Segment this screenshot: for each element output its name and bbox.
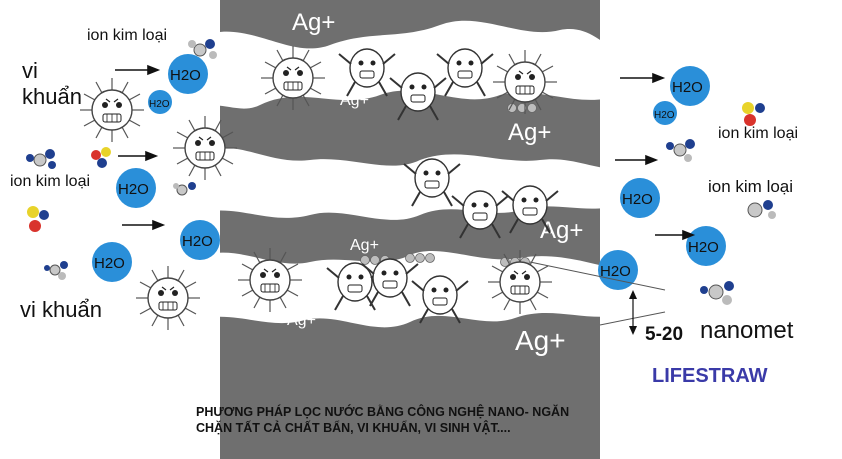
svg-text:H2O: H2O [688,239,719,256]
ag-ion-label: Ag+ [287,312,316,329]
svg-text:H2O: H2O [118,181,149,198]
pore-size-value: 5-20 [645,324,683,345]
svg-text:H2O: H2O [600,263,631,280]
brand-label: LIFESTRAW [652,365,768,387]
caption-line: PHƯƠNG PHÁP LỌC NƯỚC BẰNG CÔNG NGHỆ NANO… [196,404,569,419]
ag-ion-label: Ag+ [372,35,401,52]
ag-ion-label: Ag+ [350,237,379,254]
metal-ion-molecule [700,281,734,305]
water-molecule: H2O [92,242,132,282]
metal-ion-molecule [188,39,217,59]
ion-label: ion kim loại [10,173,90,190]
flow-arrows [115,64,696,241]
bacteria-label: khuẩn [22,84,82,109]
svg-text:H2O: H2O [170,67,201,84]
bacteria-label: vi [22,58,38,83]
svg-text:H2O: H2O [182,233,213,250]
water-molecule: H2O [148,90,172,114]
water-molecule: H2O [180,220,220,260]
metal-ion-molecule [173,182,196,196]
ag-ion-label: Ag+ [540,41,583,68]
pore-size-unit: nanomet [700,317,794,344]
water-molecule: H2O [653,101,677,125]
ag-ion-label: Ag+ [515,325,566,356]
water-molecule: H2O [598,250,638,290]
ag-ion-label: Ag+ [540,217,583,244]
metal-ion-molecule [27,206,49,232]
svg-text:H2O: H2O [149,99,170,110]
ag-ion-label: Ag+ [292,9,335,36]
metal-ion-molecule [747,200,776,219]
bacterium [79,77,145,143]
metal-ion-molecule [26,149,56,169]
caption-line: CHẶN TẤT CẢ CHẤT BẨN, VI KHUẨN, VI SINH … [196,420,511,435]
ion-label: ion kim loại [87,27,167,44]
ion-label: ion kim loại [708,177,793,196]
silver-ion-beads [405,253,435,263]
svg-text:H2O: H2O [654,110,675,121]
bacteria-label: vi khuẩn [20,297,102,322]
svg-text:H2O: H2O [622,191,653,208]
water-molecule: H2O [168,54,208,94]
water-molecule: H2O [116,168,156,208]
metal-ion-molecule [91,147,111,168]
svg-text:H2O: H2O [94,255,125,272]
ag-ion-label: Ag+ [340,92,369,109]
metal-ion-molecule [44,261,68,280]
ag-ion-label: Ag+ [508,119,551,146]
water-molecule: H2O [670,66,710,106]
svg-text:H2O: H2O [672,79,703,96]
water-molecule: H2O [620,178,660,218]
pore-size-marker [529,261,666,335]
metal-ion-molecule [742,102,765,126]
ion-label: ion kim loại [718,125,798,142]
water-molecule: H2O [686,226,726,266]
metal-ion-molecule [666,139,695,162]
bacterium [135,265,201,331]
